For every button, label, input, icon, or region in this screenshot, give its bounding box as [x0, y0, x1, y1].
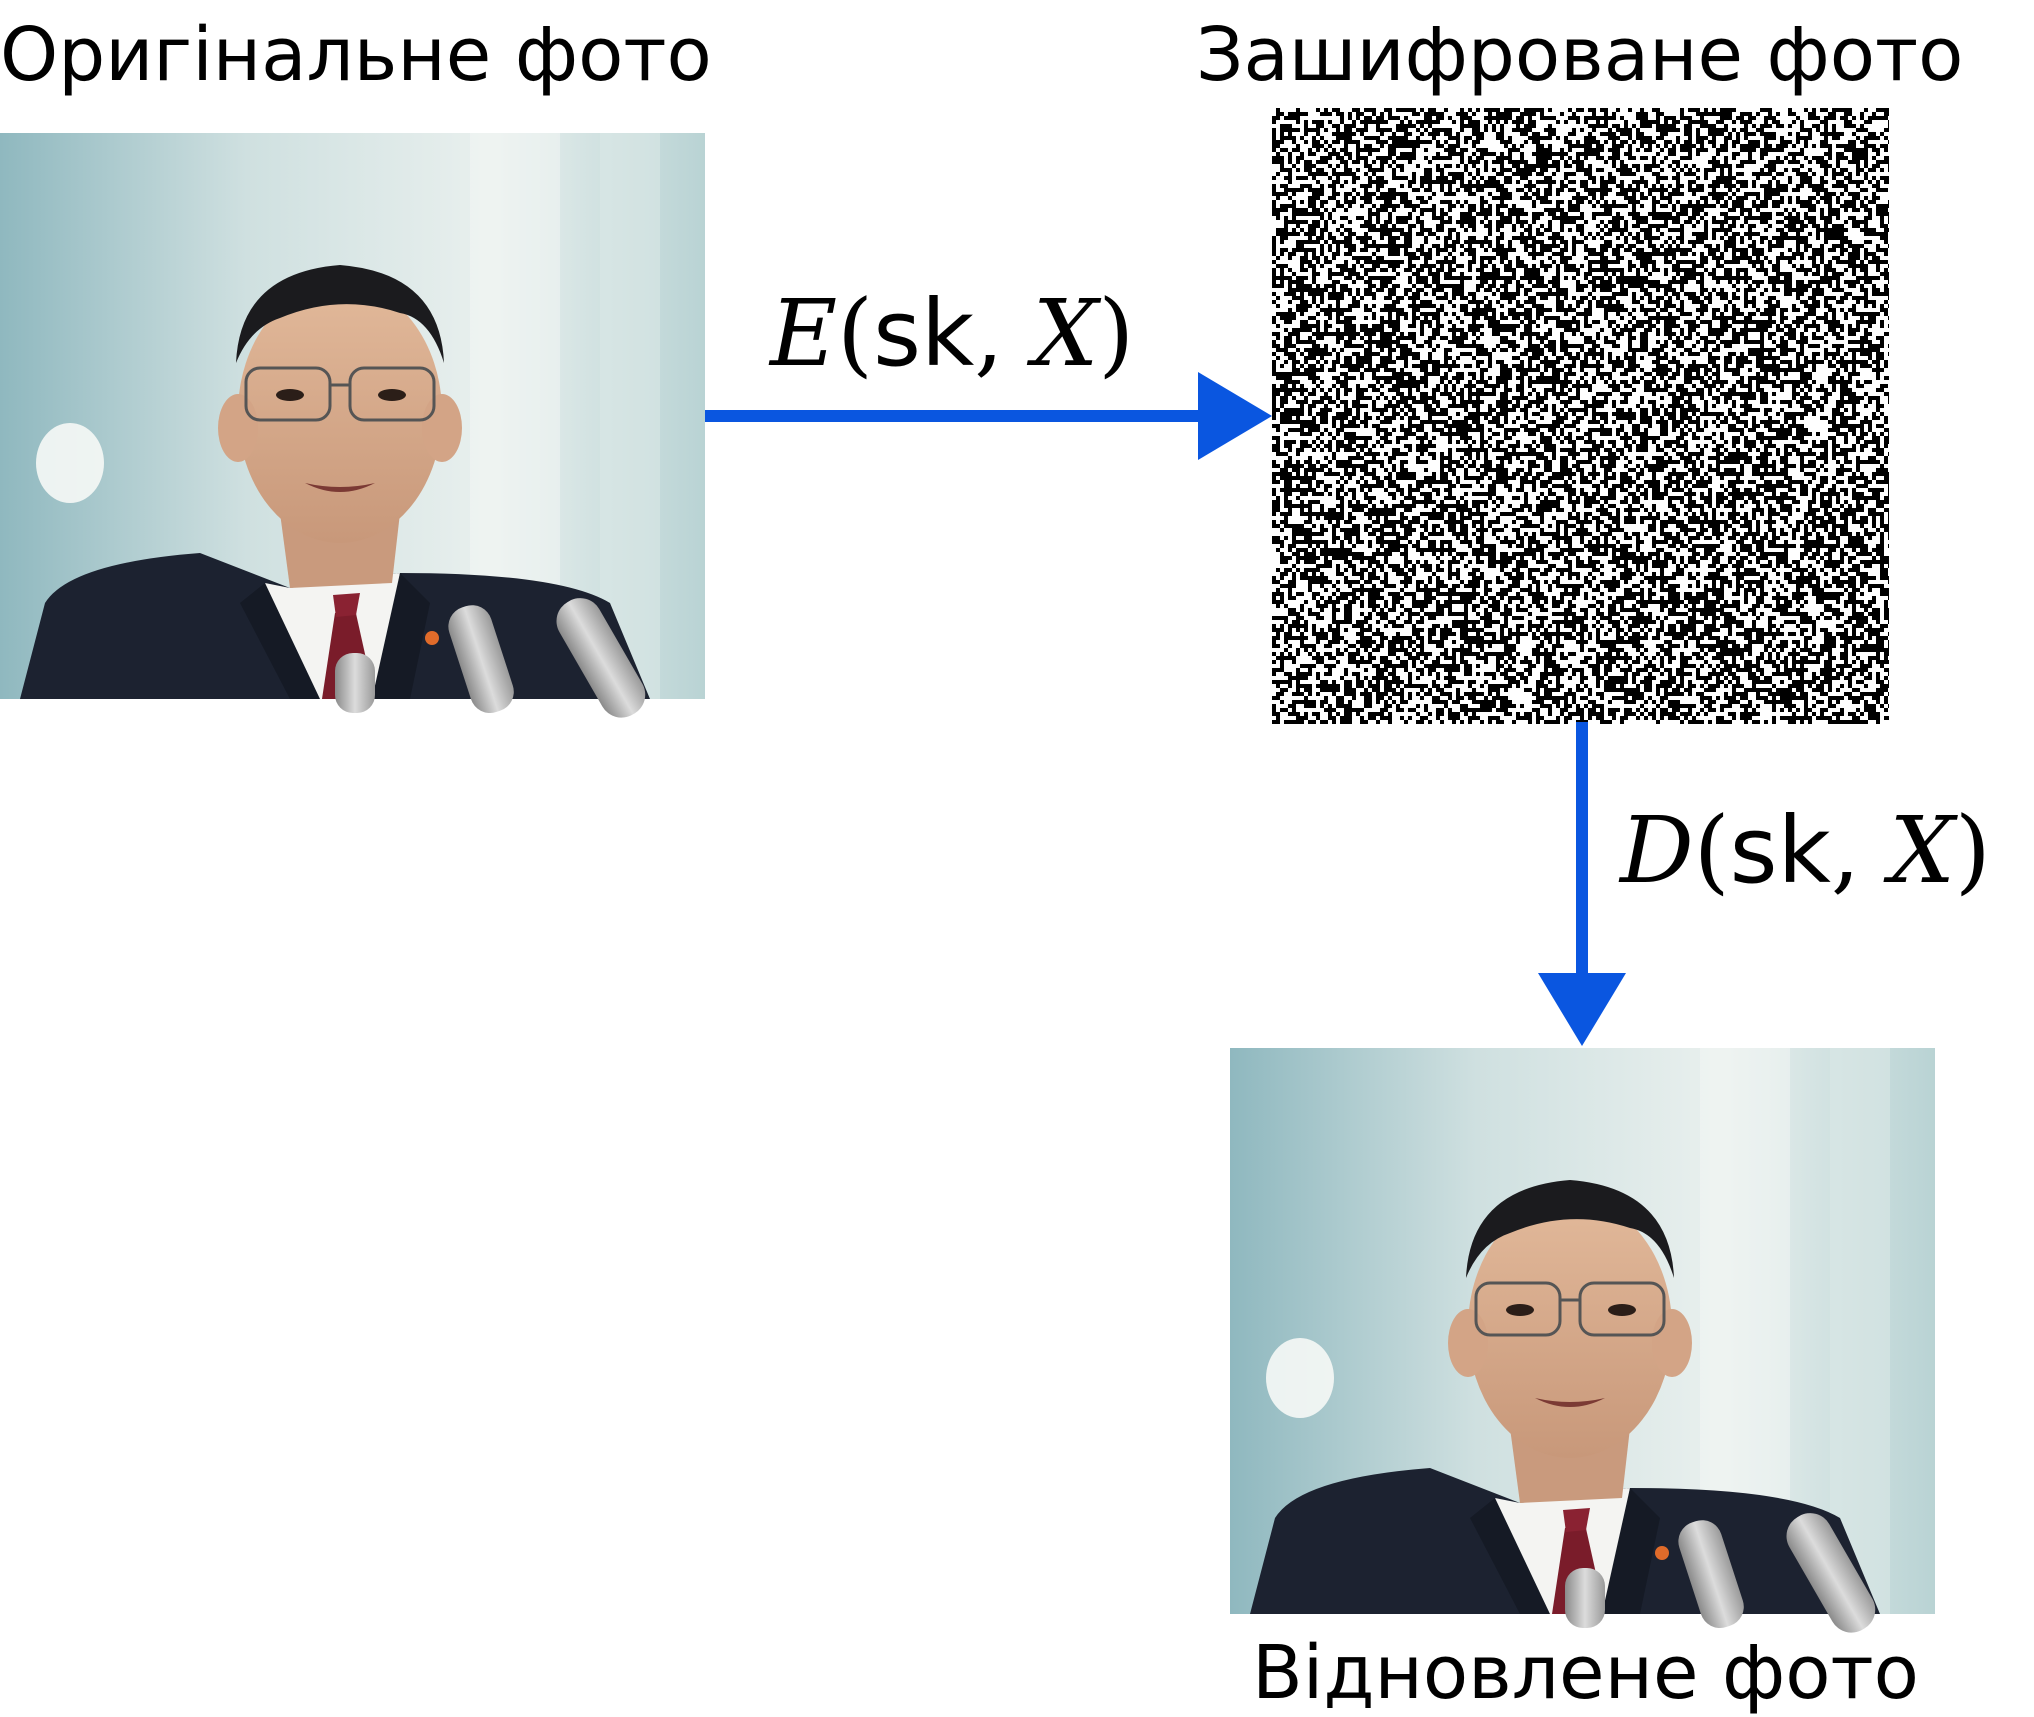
encrypt-key: sk: [873, 280, 975, 387]
encrypted-photo-label: Зашифроване фото: [1196, 12, 1964, 98]
decrypt-formula: D(sk, X): [1620, 805, 1991, 897]
decrypt-key: sk: [1729, 797, 1831, 904]
restored-photo: [1228, 1046, 1937, 1643]
decrypt-paren-close: ): [1954, 797, 1991, 904]
encrypt-formula: E(sk, X): [770, 288, 1134, 380]
original-photo: [0, 131, 707, 728]
encrypt-argument: X: [1032, 280, 1099, 387]
decrypt-arrow: [1538, 722, 1626, 1046]
encrypt-paren-close: ): [1098, 280, 1135, 387]
original-photo-label: Оригінальне фото: [0, 12, 712, 98]
decrypt-paren-open: (: [1693, 797, 1730, 904]
decrypt-function: D: [1620, 797, 1694, 904]
encrypt-function: E: [770, 280, 838, 387]
decrypt-argument: X: [1889, 797, 1955, 904]
decrypt-separator: ,: [1830, 797, 1890, 904]
encrypt-arrow: [705, 372, 1272, 460]
encrypted-noise-photo: [1272, 108, 1892, 724]
restored-photo-label: Відновлене фото: [1252, 1630, 1919, 1716]
encrypt-paren-open: (: [837, 280, 874, 387]
encrypt-separator: ,: [974, 280, 1033, 387]
